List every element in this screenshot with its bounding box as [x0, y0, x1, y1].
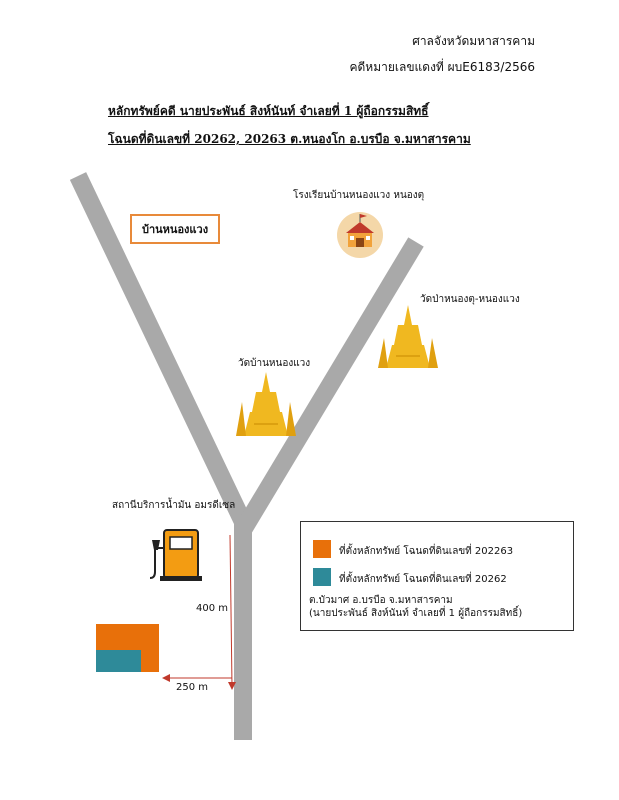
- temple-icon-left: [236, 372, 296, 436]
- legend-note-2: (นายประพันธ์ สิงห์นันท์ จำเลยที่ 1 ผู้ถื…: [309, 608, 523, 619]
- arrow-head-left: [162, 674, 170, 682]
- temple-right-label: วัดป่าหนองตุ-หนองแวง: [420, 294, 520, 305]
- arrow-head-down: [228, 682, 236, 690]
- court-name: ศาลจังหวัดมหาสารคาม: [412, 34, 535, 48]
- gas-pump-icon: [149, 529, 202, 581]
- title-line-2: โฉนดที่ดินเลขที่ 20262, 20263 ต.หนองโก อ…: [108, 132, 471, 146]
- distance-label-vertical: 400 m: [196, 603, 229, 614]
- temple-icon-right: [378, 305, 438, 368]
- legend-item-1: ที่ตั้งหลักทรัพย์ โฉนดที่ดินเลขที่ 20226…: [339, 546, 514, 557]
- school-label: โรงเรียนบ้านหนองแวง หนองตุ: [293, 190, 425, 201]
- distance-arrow-vertical: [229, 534, 233, 687]
- legend-swatch-orange: [313, 540, 331, 558]
- legend-swatch-teal: [313, 568, 331, 586]
- gas-station-label: สถานีบริการน้ำมัน อมรดีเซล: [112, 500, 236, 511]
- temple-left-label: วัดบ้านหนองแวง: [238, 358, 311, 369]
- legend-note-1: ต.บัวมาศ อ.บรบือ จ.มหาสารคาม: [309, 595, 453, 606]
- parcel-20262: [96, 650, 141, 672]
- village-label: บ้านหนองแวง: [130, 214, 221, 244]
- road-right: [235, 237, 424, 535]
- title-line-1: หลักทรัพย์คดี นายประพันธ์ สิงห์นันท์ จำเ…: [108, 104, 429, 118]
- distance-label-horizontal: 250 m: [176, 682, 209, 693]
- school-icon: [337, 212, 383, 258]
- legend-box: ที่ตั้งหลักทรัพย์ โฉนดที่ดินเลขที่ 20226…: [300, 521, 574, 631]
- case-number: คดีหมายเลขแดงที่ ผบE6183/2566: [349, 60, 535, 74]
- road-left: [69, 172, 252, 526]
- legend-item-2: ที่ตั้งหลักทรัพย์ โฉนดที่ดินเลขที่ 20262: [339, 574, 507, 585]
